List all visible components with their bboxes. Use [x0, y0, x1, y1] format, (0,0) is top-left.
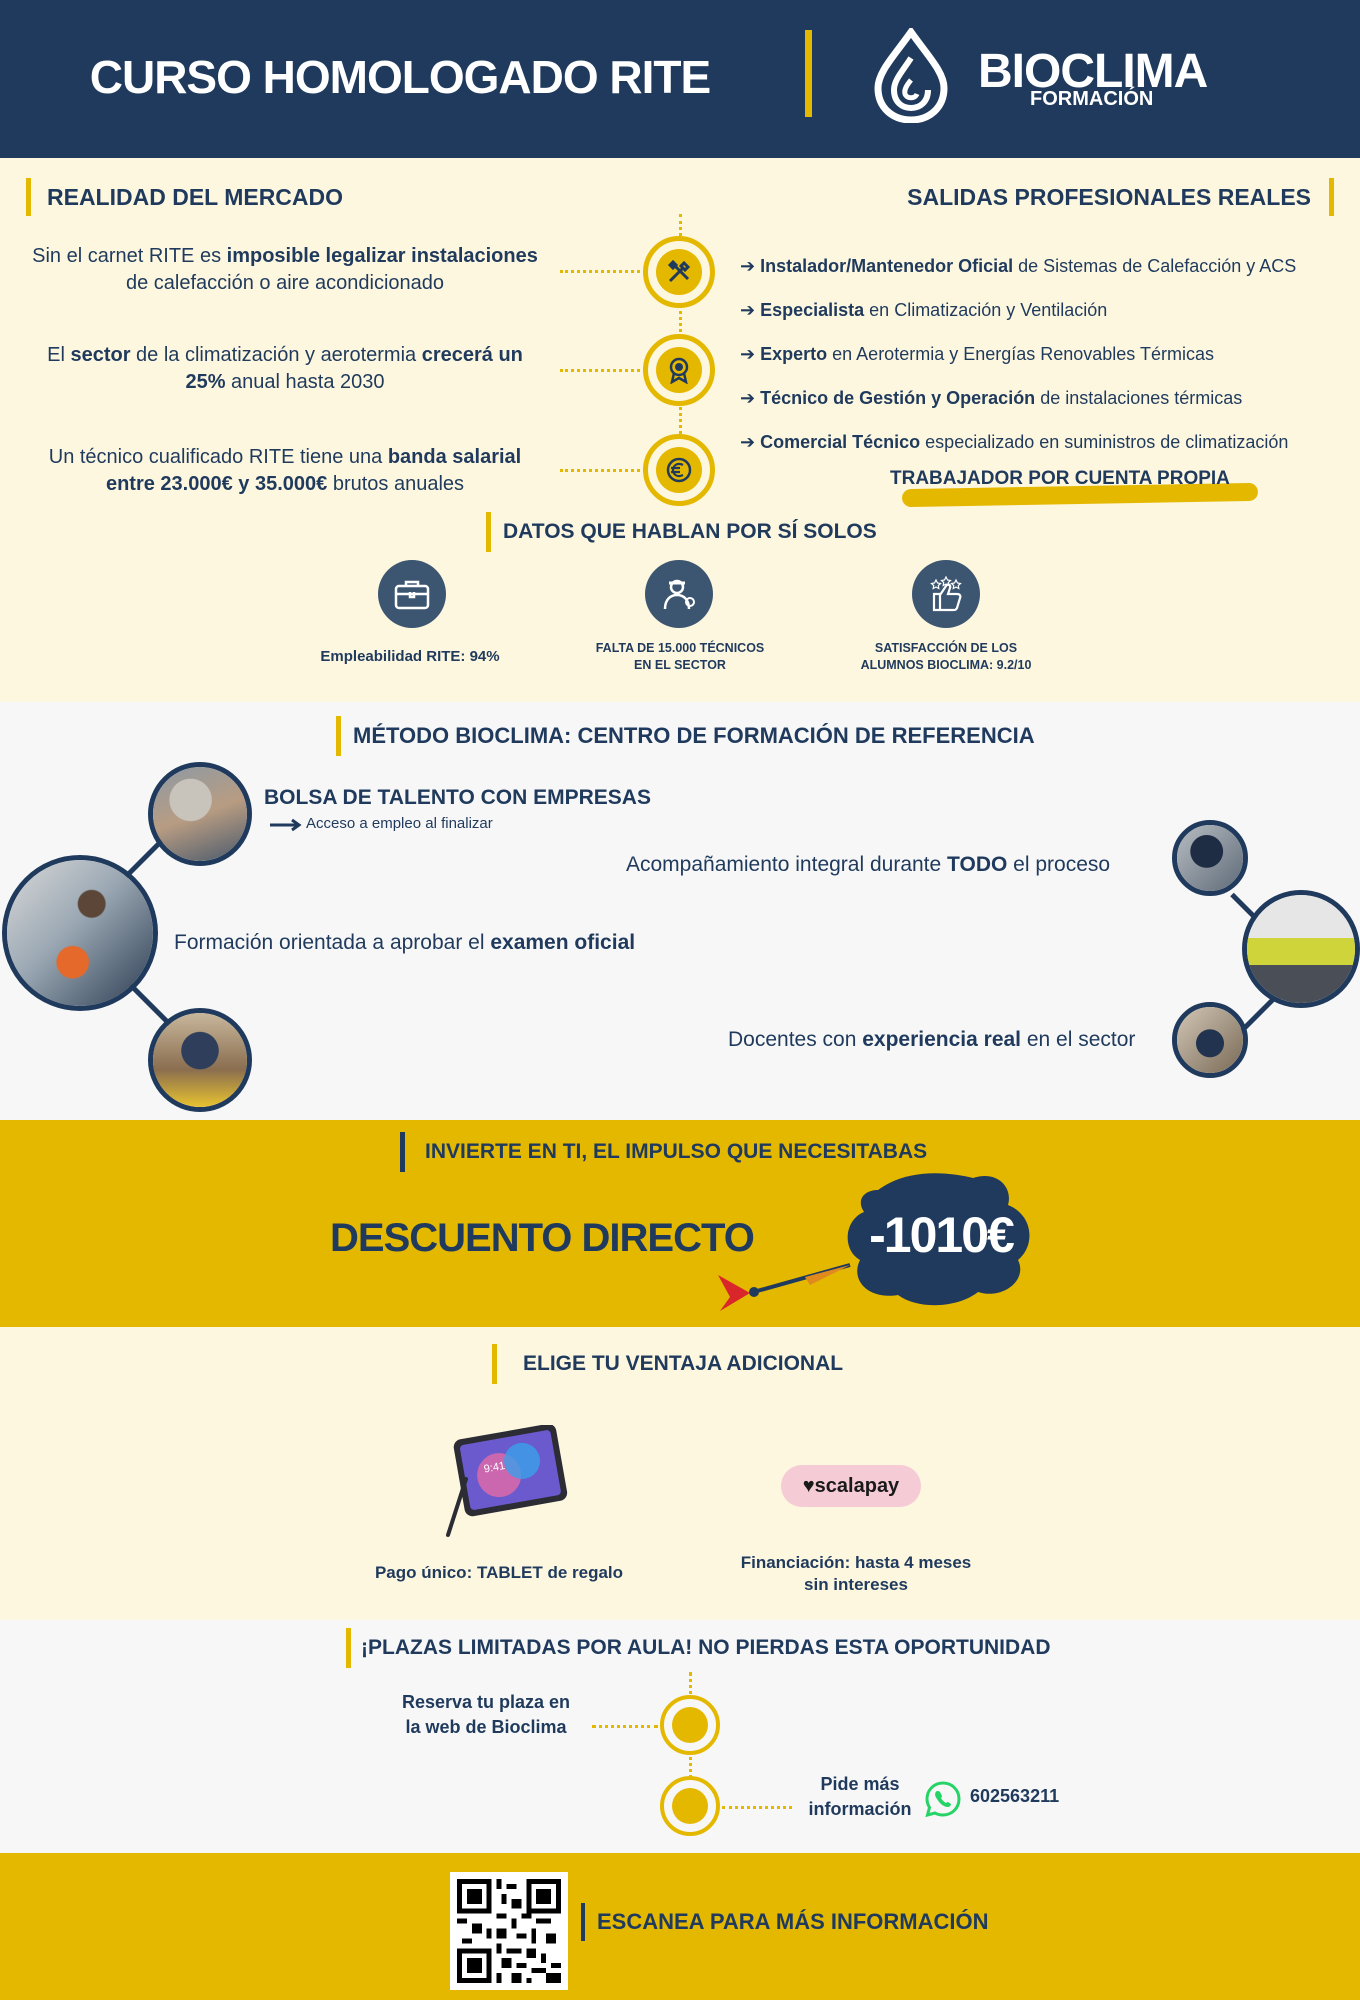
photo-training-main: [2, 855, 158, 1011]
market-heading: REALIDAD DEL MERCADO: [26, 178, 343, 216]
euro-icon: [656, 447, 702, 493]
phone-number[interactable]: 602563211: [970, 1786, 1060, 1806]
discount-label: DESCUENTO DIRECTO: [330, 1216, 755, 1260]
scan-label: ESCANEA PARA MÁS INFORMACIÓN: [581, 1903, 989, 1941]
jobs-heading: SALIDAS PROFESIONALES REALES: [900, 178, 1334, 216]
tablet-label: Pago único: TABLET de regalo: [374, 1563, 624, 1582]
photo-workshop: [148, 1008, 252, 1112]
market-stat-legal: Sin el carnet RITE es imposible legaliza…: [32, 245, 538, 294]
job-item: ➔ Especialista en Climatización y Ventil…: [740, 300, 1108, 320]
step-ring-2: [660, 1776, 720, 1836]
job-item: ➔ Instalador/Mantenedor Oficial de Siste…: [740, 256, 1297, 276]
connector-dots: [592, 1725, 658, 1728]
kpi-employability: [378, 560, 446, 628]
thumbs-up-icon: [930, 575, 962, 612]
step-ring-1: [660, 1695, 720, 1755]
connector-dots: [560, 270, 646, 273]
photo-support: [1172, 820, 1248, 896]
market-stat-growth: El sector de la climatización y aeroterm…: [47, 344, 523, 393]
scalapay-logo: ♥scalapay: [781, 1465, 921, 1507]
award-ring: [643, 334, 715, 406]
ventaja-heading: ELIGE TU VENTAJA ADICIONAL: [492, 1344, 843, 1384]
brand-name: BIOCLIMA: [978, 45, 1208, 98]
technician-icon: [663, 579, 695, 610]
datos-heading: DATOS QUE HABLAN POR SÍ SOLOS: [486, 512, 877, 552]
bolsa-subtitle: Acceso a empleo al finalizar: [306, 815, 493, 832]
tools-icon: [656, 249, 702, 295]
bioclima-logo-icon: [874, 28, 948, 123]
photo-group: [1242, 890, 1360, 1008]
plazas-heading: ¡PLAZAS LIMITADAS POR AULA! NO PIERDAS E…: [346, 1628, 1051, 1668]
euro-ring: [643, 434, 715, 506]
tablet-icon: 9:41: [446, 1425, 568, 1537]
header-divider: [805, 30, 812, 117]
photo-talent: [148, 762, 252, 866]
job-item: ➔ Comercial Técnico especializado en sum…: [740, 432, 1289, 452]
kpi-shortage: [645, 560, 713, 628]
connector-dots: [560, 469, 646, 472]
header-banner: [0, 0, 1360, 158]
dart-icon: [718, 1263, 851, 1311]
heart-icon: ♥: [802, 1475, 815, 1497]
qr-code[interactable]: [450, 1872, 568, 1990]
arrow-right-icon: [270, 818, 302, 832]
job-item: ➔ Experto en Aerotermia y Energías Renov…: [740, 344, 1214, 364]
kpi-employability-label: Empleabilidad RITE: 94%: [320, 648, 500, 665]
footer-banner: [0, 1853, 1360, 2000]
docentes-text: Docentes con experiencia real en el sect…: [728, 1028, 1136, 1051]
ink-splat-shape: [847, 1173, 1030, 1306]
formacion-text: Formación orientada a aprobar el examen …: [174, 931, 636, 954]
connector-dots: [722, 1806, 792, 1809]
acompanamiento-text: Acompañamiento integral durante TODO el …: [626, 853, 1111, 876]
brand-subtitle: FORMACIÓN: [1030, 88, 1154, 110]
job-item: ➔ Técnico de Gestión y Operación de inst…: [740, 388, 1243, 408]
promo-heading: INVIERTE EN TI, EL IMPULSO QUE NECESITAB…: [400, 1132, 927, 1172]
bolsa-title: BOLSA DE TALENTO CON EMPRESAS: [264, 786, 651, 809]
photo-teachers: [1172, 1002, 1248, 1078]
tools-ring: [643, 236, 715, 308]
market-stat-salary: Un técnico cualificado RITE tiene una ba…: [48, 446, 522, 495]
connector-dots: [560, 369, 646, 372]
metodo-heading: MÉTODO BIOCLIMA: CENTRO DE FORMACIÓN DE …: [336, 716, 1035, 756]
svg-text:9:41: 9:41: [483, 1460, 506, 1476]
self-employed-highlight: TRABAJADOR POR CUENTA PROPIA: [890, 468, 1230, 489]
kpi-satisfaction: [912, 560, 980, 628]
whatsapp-icon[interactable]: [924, 1780, 962, 1818]
discount-amount: -1010€: [869, 1207, 1015, 1263]
promo-section: [0, 1120, 1360, 1327]
page-title: CURSO HOMOLOGADO RITE: [89, 51, 711, 103]
briefcase-icon: [394, 580, 430, 610]
award-icon: [656, 347, 702, 393]
